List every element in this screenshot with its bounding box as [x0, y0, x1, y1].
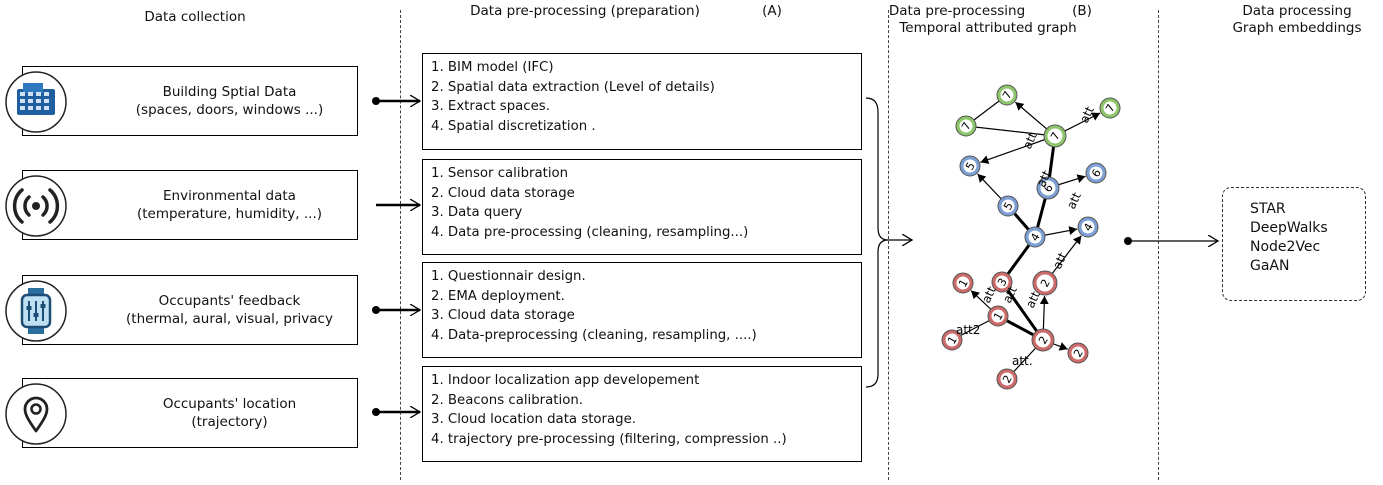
step-item: 4. trajectory pre-processing (filtering,…: [431, 431, 787, 447]
graph-node: 6: [1036, 176, 1060, 200]
source-occupants-location: Occupants' location (trajectory): [5, 378, 358, 448]
header-data-collection: Data collection: [144, 9, 246, 25]
location-pin-icon: [5, 383, 67, 445]
algorithm-gaan: GaAN: [1250, 258, 1290, 274]
source-subtitle: (temperature, humidity, ...): [136, 206, 323, 222]
graph-node: 4: [1024, 226, 1046, 248]
source-arrow-4: [372, 408, 420, 416]
step-item: 2. Beacons calibration.: [431, 392, 583, 408]
graph-node: 2: [1067, 342, 1089, 364]
step-item: 4. Data pre-processing (cleaning, resamp…: [431, 224, 749, 240]
graph-edge: [965, 125, 1056, 137]
wireless-sensor-icon: [5, 175, 67, 237]
source-environmental-data: Environmental data (temperature, humidit…: [5, 170, 358, 240]
header-temporal-graph-line2: Temporal attributed graph: [899, 20, 1077, 36]
steps-occupants-location: 1. Indoor localization app developement …: [422, 366, 862, 462]
source-title: Environmental data: [163, 188, 296, 204]
divider-2: [888, 10, 889, 480]
graph-node: 1: [941, 329, 963, 351]
steps-environmental-data: 1. Sensor calibration 2. Cloud data stor…: [422, 159, 862, 255]
graph-node: 1: [952, 272, 974, 294]
header-marker-b: (B): [1072, 3, 1092, 19]
step-item: 4. Spatial discretization .: [431, 118, 596, 134]
header-graph-embeddings-line1: Data processing: [1242, 3, 1352, 19]
graph-node: 3: [991, 271, 1013, 293]
steps-occupants-feedback: 1. Questionnair design. 2. EMA deploymen…: [422, 262, 862, 358]
step-item: 2. Cloud data storage: [431, 185, 575, 201]
header-temporal-graph-line1: Data pre-processing: [888, 3, 1026, 19]
graph-edge-label: att: [1050, 250, 1070, 271]
divider-1: [400, 10, 401, 480]
source-building-spatial-data: Building Sptial Data (spaces, doors, win…: [5, 66, 358, 136]
graph-edge-label: att: [1064, 190, 1084, 211]
graph-edge-label: att2: [956, 323, 980, 337]
step-item: 2. EMA deployment.: [431, 288, 565, 304]
header-temporal-graph: Data pre-processing Temporal attributed …: [888, 3, 1088, 37]
source-title: Building Sptial Data: [162, 84, 297, 100]
graph-node: 7: [1099, 97, 1121, 119]
step-item: 3. Cloud data storage: [431, 308, 575, 324]
graph-node: 2: [996, 368, 1018, 390]
step-item: 2. Spatial data extraction (Level of det…: [431, 79, 715, 95]
graph-node: 2: [1032, 270, 1058, 296]
graph-edge-label: att: [1034, 168, 1054, 189]
graph-edge: [980, 135, 1056, 164]
source-title: Occupants' location: [162, 396, 297, 412]
step-item: 3. Extract spaces.: [431, 99, 550, 115]
source-arrow-3: [372, 306, 420, 314]
step-item: 1. Sensor calibration: [431, 166, 569, 181]
algorithm-deepwalks: DeepWalks: [1250, 220, 1328, 236]
source-occupants-feedback: Occupants' feedback (thermal, aural, vis…: [5, 275, 358, 345]
source-title: Occupants' feedback: [158, 293, 301, 309]
graph-node: 7: [1043, 124, 1067, 148]
embedding-arrow: [1124, 237, 1218, 245]
step-item: 1. BIM model (IFC): [431, 60, 554, 75]
step-item: 1. Questionnair design.: [431, 269, 586, 284]
step-item: 1. Indoor localization app developement: [431, 373, 700, 388]
graph-edge-label: att: [1077, 104, 1097, 125]
source-subtitle: (thermal, aural, visual, privacy: [126, 311, 333, 327]
graph-edge-label: att: [979, 284, 999, 305]
header-marker-a: (A): [762, 3, 782, 19]
graph-node: 6: [1085, 162, 1107, 184]
graph-edge-label: att: [1000, 284, 1020, 305]
step-item: 4. Data-preprocessing (cleaning, resampl…: [431, 327, 757, 343]
embedding-algorithms-box: STAR DeepWalks Node2Vec GaAN: [1222, 187, 1366, 301]
source-subtitle: (spaces, doors, windows ...): [135, 102, 324, 118]
step-item: 3. Cloud location data storage.: [431, 412, 637, 428]
graph-node: 7: [996, 84, 1018, 106]
algorithm-star: STAR: [1250, 201, 1286, 217]
divider-3: [1158, 10, 1159, 480]
graph-node: 4: [1077, 216, 1099, 238]
steps-building-data: 1. BIM model (IFC) 2. Spatial data extra…: [422, 53, 862, 150]
graph-node: 5: [959, 155, 981, 177]
graph-node: 7: [955, 115, 977, 137]
graph-node: 1: [987, 305, 1009, 327]
source-arrow-1: [372, 97, 420, 105]
graph-node: 2: [1031, 328, 1055, 352]
header-data-preparation: Data pre-processing (preparation): [470, 3, 700, 19]
header-graph-embeddings: Data processing Graph embeddings: [1222, 3, 1372, 37]
step-item: 3. Data query: [431, 205, 523, 221]
header-graph-embeddings-line2: Graph embeddings: [1232, 20, 1362, 36]
graph-edge-label: att: [1023, 289, 1043, 310]
building-icon: [5, 71, 67, 133]
graph-edge-label: att: [1020, 130, 1040, 151]
graph-edge-label: att.: [1012, 354, 1033, 368]
graph-edge: [1000, 281, 1045, 341]
algorithm-node2vec: Node2Vec: [1250, 239, 1321, 255]
smartwatch-icon: [5, 280, 67, 342]
graph-node: 5: [997, 195, 1019, 217]
source-subtitle: (trajectory): [191, 414, 268, 430]
